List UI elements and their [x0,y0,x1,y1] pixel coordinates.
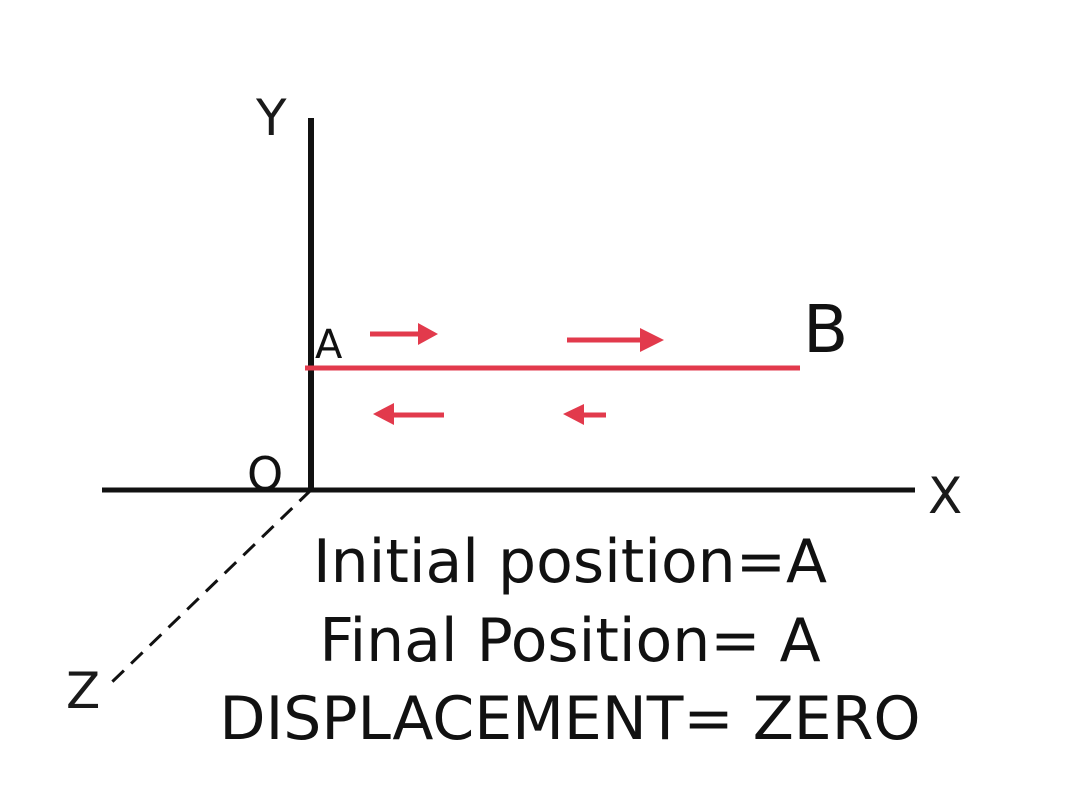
z-axis [110,488,313,684]
x-axis-label: X [928,467,962,525]
point-a-label: A [315,322,343,368]
backward-arrow-icon [373,403,444,425]
caption-displacement: DISPLACEMENT= ZERO [219,684,921,754]
point-b-label: B [803,291,848,368]
y-axis-label: Y [255,89,287,147]
origin-label: O [247,447,283,501]
caption-initial-position: Initial position=A [312,527,828,597]
forward-arrow-icon [567,328,664,352]
forward-arrow-icon [370,323,438,345]
backward-arrow-icon [563,404,606,425]
caption-final-position: Final Position= A [319,606,821,676]
z-axis-label: Z [66,662,100,720]
